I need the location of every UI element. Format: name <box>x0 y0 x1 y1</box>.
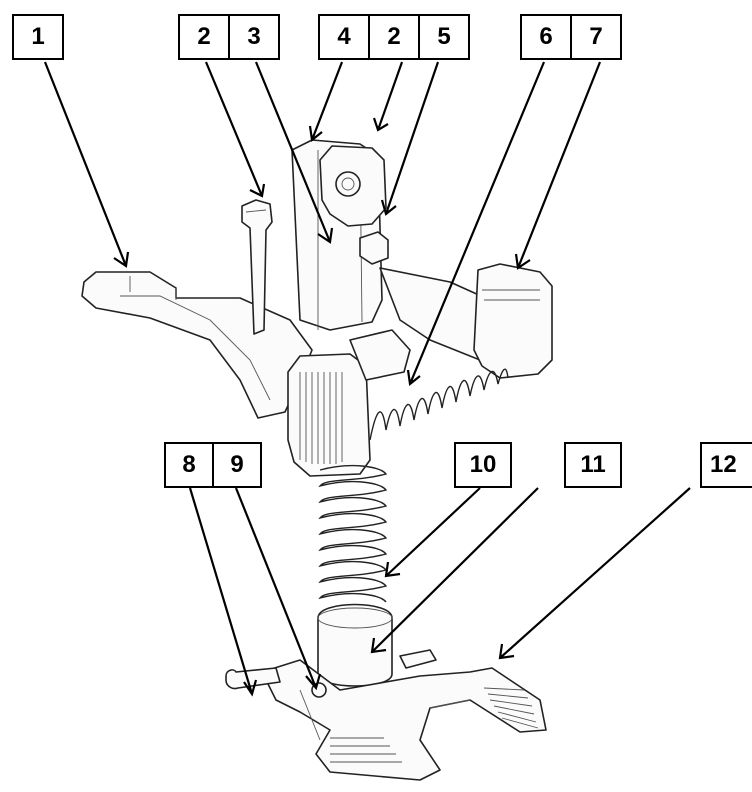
callout-9: 9 <box>212 442 262 488</box>
leader-7 <box>514 61 602 270</box>
clamp-screw <box>335 171 361 197</box>
callout-4: 4 <box>318 14 370 60</box>
foot-pin <box>225 667 281 690</box>
leader-2a <box>204 61 266 198</box>
thumb-screw <box>241 199 273 335</box>
callout-group-8-9: 8 9 <box>164 442 262 488</box>
leader-12 <box>498 487 691 660</box>
leader-4 <box>308 61 344 143</box>
leader-1 <box>43 61 130 268</box>
callout-2b: 2 <box>368 14 420 60</box>
callout-group-6-7: 6 7 <box>520 14 622 60</box>
leader-11 <box>370 487 539 654</box>
horizontal-spring <box>369 368 509 441</box>
collar <box>317 603 393 687</box>
lever-pad-front <box>287 353 371 477</box>
lever-link <box>349 329 411 381</box>
vertical-spring <box>318 465 388 603</box>
callout-6: 6 <box>520 14 572 60</box>
callout-3: 3 <box>228 14 280 60</box>
callout-group-12: 12 <box>700 442 752 488</box>
shank-arm <box>81 271 313 419</box>
leader-lines <box>43 61 691 697</box>
callout-5: 5 <box>418 14 470 60</box>
leader-5 <box>380 61 440 216</box>
callout-group-10: 10 <box>454 442 512 488</box>
side-knob <box>359 231 389 265</box>
callout-10: 10 <box>454 442 512 488</box>
callout-group-1: 1 <box>12 14 64 60</box>
leader-9 <box>234 487 322 691</box>
leader-3 <box>254 61 334 244</box>
callout-group-2-3: 2 3 <box>178 14 280 60</box>
leader-10 <box>384 487 481 578</box>
leader-8 <box>188 487 258 697</box>
callout-1: 1 <box>12 14 64 60</box>
callout-11: 11 <box>564 442 622 488</box>
callout-group-11: 11 <box>564 442 622 488</box>
rear-pin <box>399 649 437 669</box>
leader-2b <box>372 61 404 132</box>
leader-6 <box>406 61 546 387</box>
foot-base <box>261 659 547 781</box>
callout-7: 7 <box>570 14 622 60</box>
callout-group-4-2-5: 4 2 5 <box>318 14 470 60</box>
callout-12: 12 <box>700 442 752 488</box>
callout-2: 2 <box>178 14 230 60</box>
callout-8: 8 <box>164 442 214 488</box>
lever-pad-right <box>473 263 553 379</box>
